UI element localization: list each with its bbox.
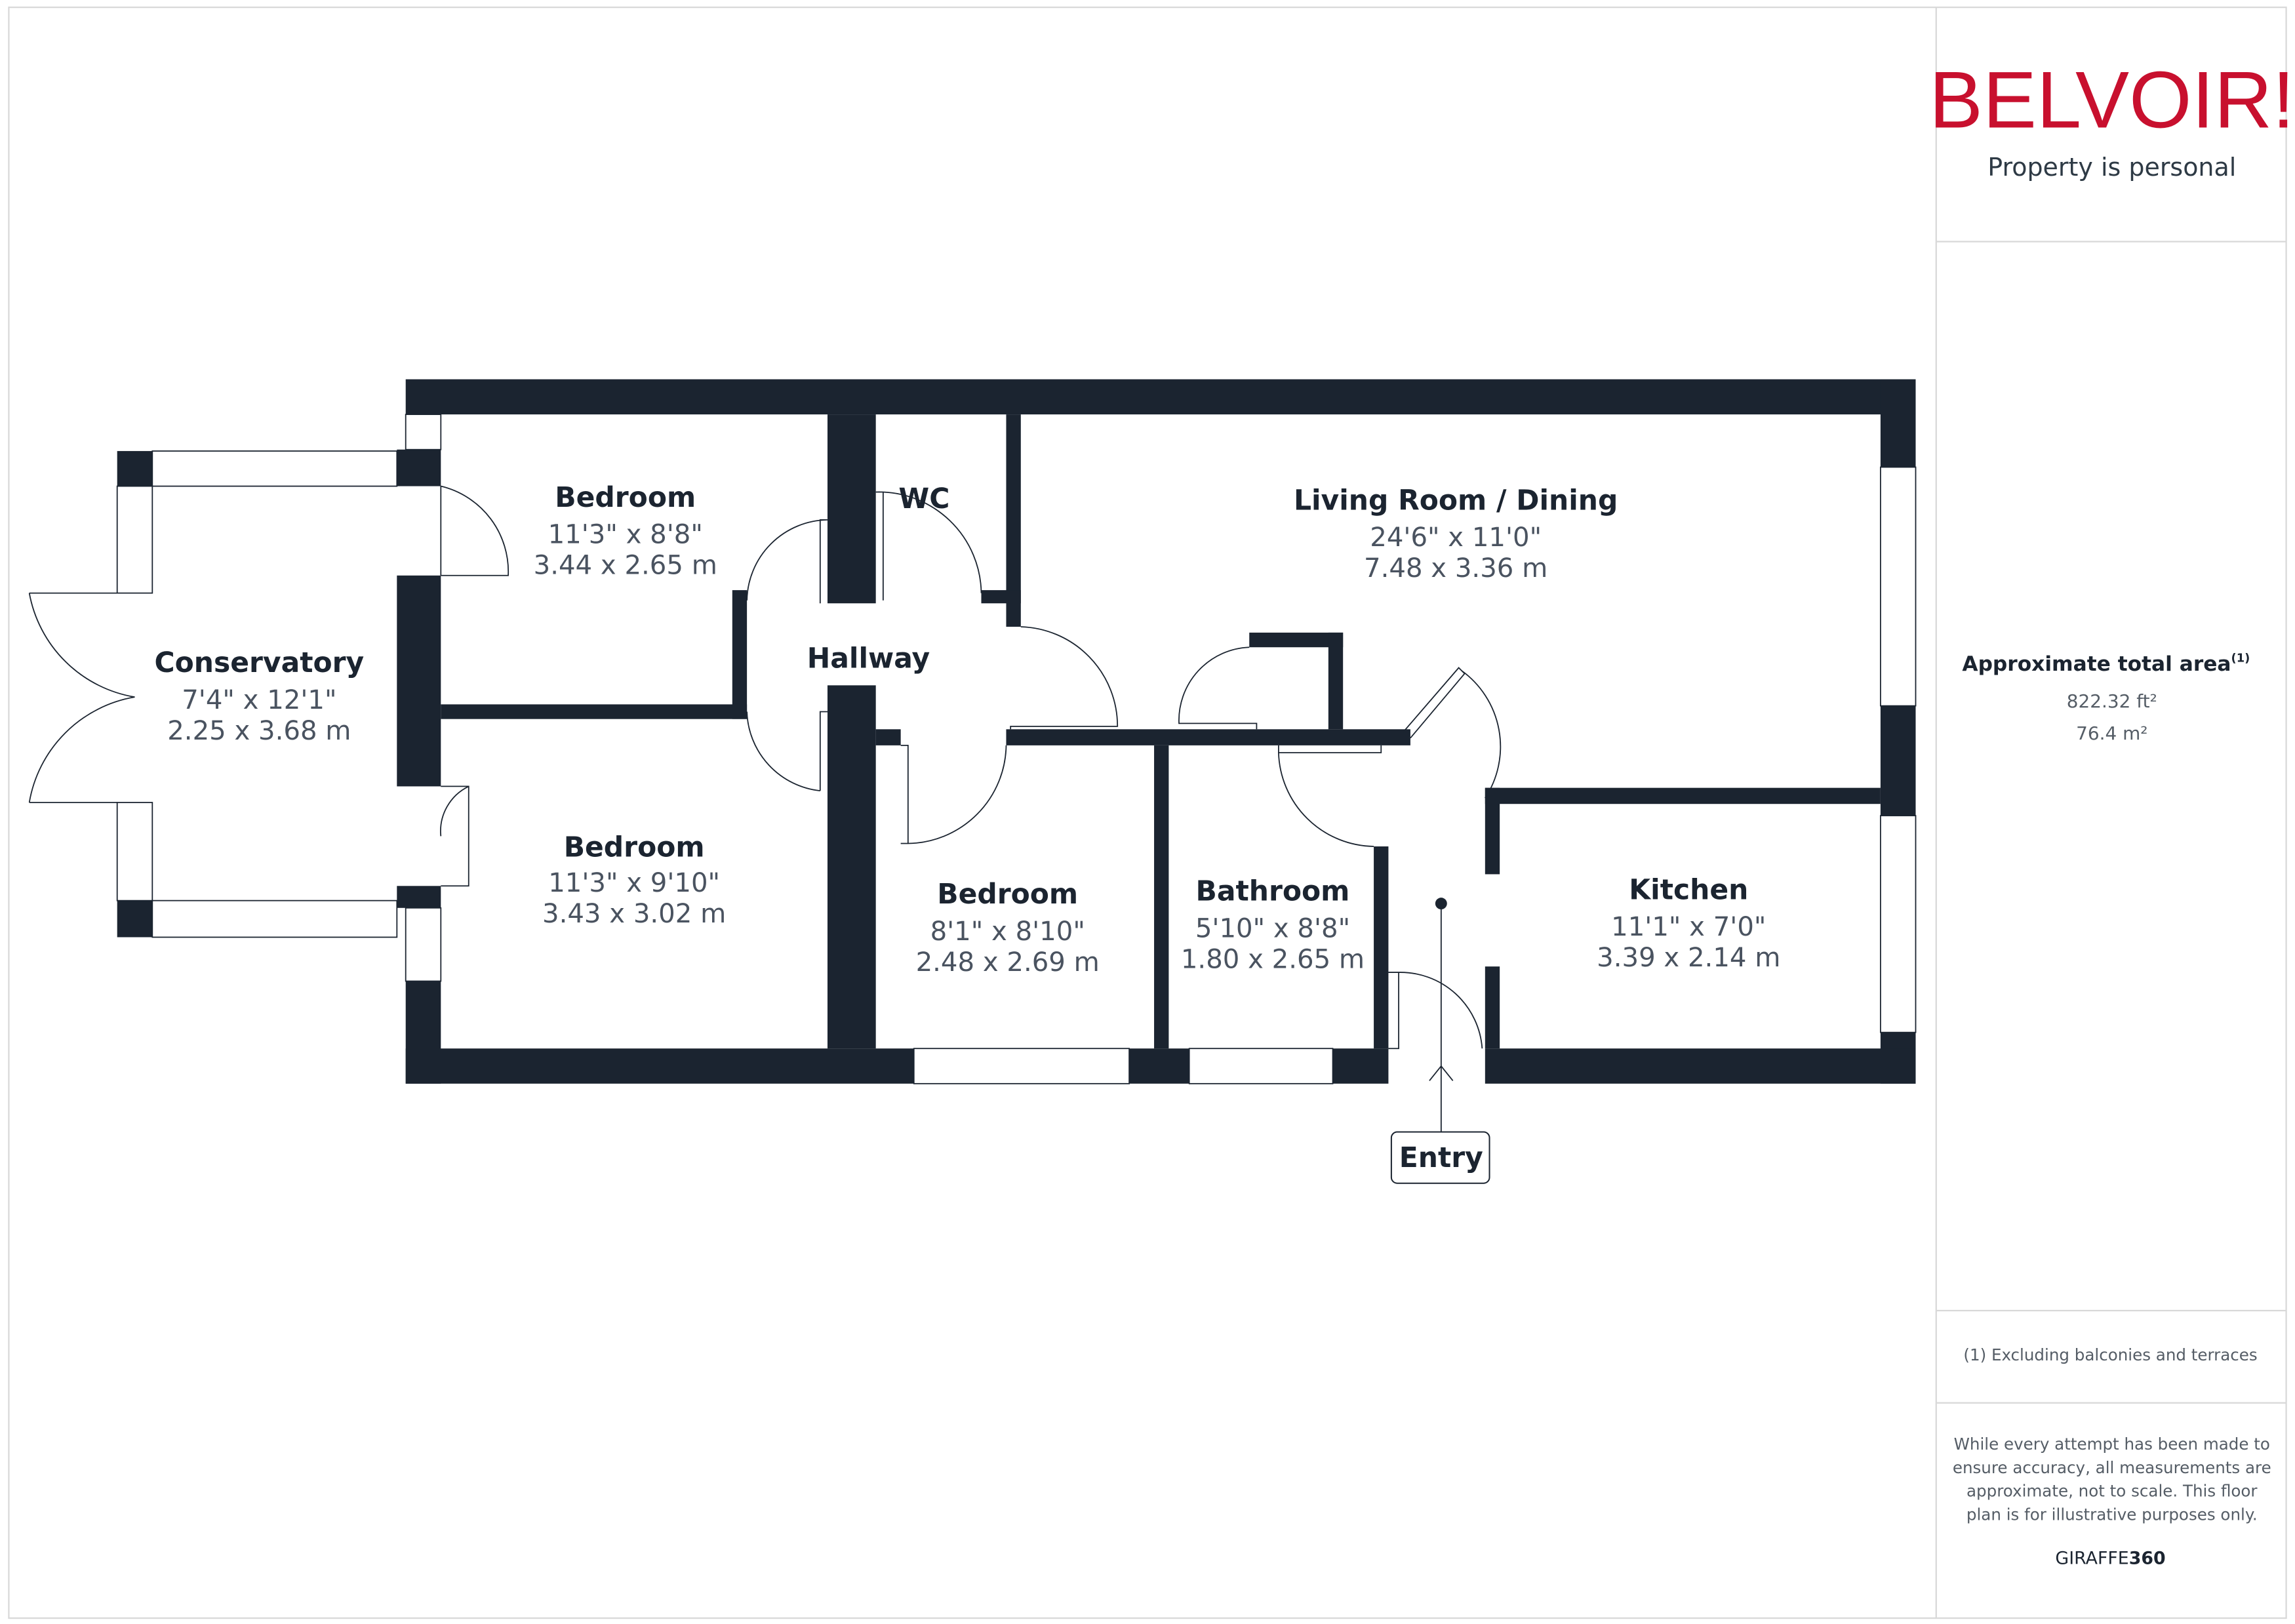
room-dim-metric: 1.80 x 2.65 m [1181, 944, 1365, 974]
room-dim-imperial: 11'1" x 7'0" [1611, 912, 1766, 942]
room-name: Bedroom [564, 832, 705, 864]
room-dim-metric: 3.43 x 3.02 m [542, 899, 726, 929]
brand-logo: BELVOIR! [1929, 55, 2294, 145]
disclaimer-line: While every attempt has been made to [1954, 1435, 2270, 1454]
room-bathroom: Bathroom 5'10" x 8'8" 1.80 x 2.65 m [1181, 876, 1365, 975]
room-conservatory: Conservatory 7'4" x 12'1" 2.25 x 3.68 m [155, 647, 365, 746]
room-dim-imperial: 24'6" x 11'0" [1370, 523, 1542, 553]
brand-tagline: Property is personal [1987, 153, 2236, 182]
room-name: Bathroom [1196, 876, 1350, 908]
room-dim-imperial: 8'1" x 8'10" [930, 917, 1085, 947]
room-name: Living Room / Dining [1294, 485, 1618, 517]
room-dim-metric: 2.25 x 3.68 m [167, 716, 351, 746]
footnote: (1) Excluding balconies and terraces [1963, 1345, 2257, 1364]
area-imperial: 822.32 ft² [2067, 690, 2157, 712]
area-metric: 76.4 m² [2076, 723, 2147, 744]
room-wc: WC [898, 483, 949, 515]
room-dim-metric: 2.48 x 2.69 m [916, 947, 1100, 978]
giraffe360-credit: GIRAFFE360 [2055, 1548, 2165, 1568]
entry-label: Entry [1399, 1142, 1483, 1174]
windows [116, 414, 1917, 1084]
room-dim-metric: 3.39 x 2.14 m [1597, 943, 1780, 973]
entry-marker: Entry [1390, 898, 1490, 1184]
page-border [8, 7, 2287, 1619]
room-hallway: Hallway [807, 643, 930, 675]
room-dim-metric: 7.48 x 3.36 m [1364, 553, 1547, 584]
room-name: Conservatory [155, 647, 365, 679]
room-name: Bedroom [937, 879, 1078, 911]
room-bedroom-3: Bedroom 8'1" x 8'10" 2.48 x 2.69 m [916, 879, 1100, 978]
door-swings [28, 485, 1502, 1050]
room-bedroom-2: Bedroom 11'3" x 9'10" 3.43 x 3.02 m [542, 832, 726, 930]
walls [117, 379, 1916, 1084]
room-dim-imperial: 11'3" x 9'10" [548, 868, 720, 898]
room-living-dining: Living Room / Dining 24'6" x 11'0" 7.48 … [1294, 485, 1618, 584]
disclaimer-line: approximate, not to scale. This floor [1966, 1482, 2258, 1501]
disclaimer-line: plan is for illustrative purposes only. [1966, 1505, 2258, 1524]
room-dim-imperial: 5'10" x 8'8" [1195, 913, 1350, 943]
room-dim-imperial: 11'3" x 8'8" [548, 520, 703, 550]
area-title: Approximate total area(1) [1962, 652, 2250, 676]
room-dim-imperial: 7'4" x 12'1" [182, 685, 336, 715]
disclaimer-line: ensure accuracy, all measurements are [1953, 1458, 2271, 1477]
room-dim-metric: 3.44 x 2.65 m [534, 551, 717, 581]
room-bedroom-1: Bedroom 11'3" x 8'8" 3.44 x 2.65 m [534, 482, 717, 581]
room-name: Kitchen [1629, 874, 1748, 906]
entry-arrow-icon [1429, 1065, 1454, 1081]
room-kitchen: Kitchen 11'1" x 7'0" 3.39 x 2.14 m [1597, 874, 1780, 973]
room-name: Bedroom [555, 482, 696, 514]
